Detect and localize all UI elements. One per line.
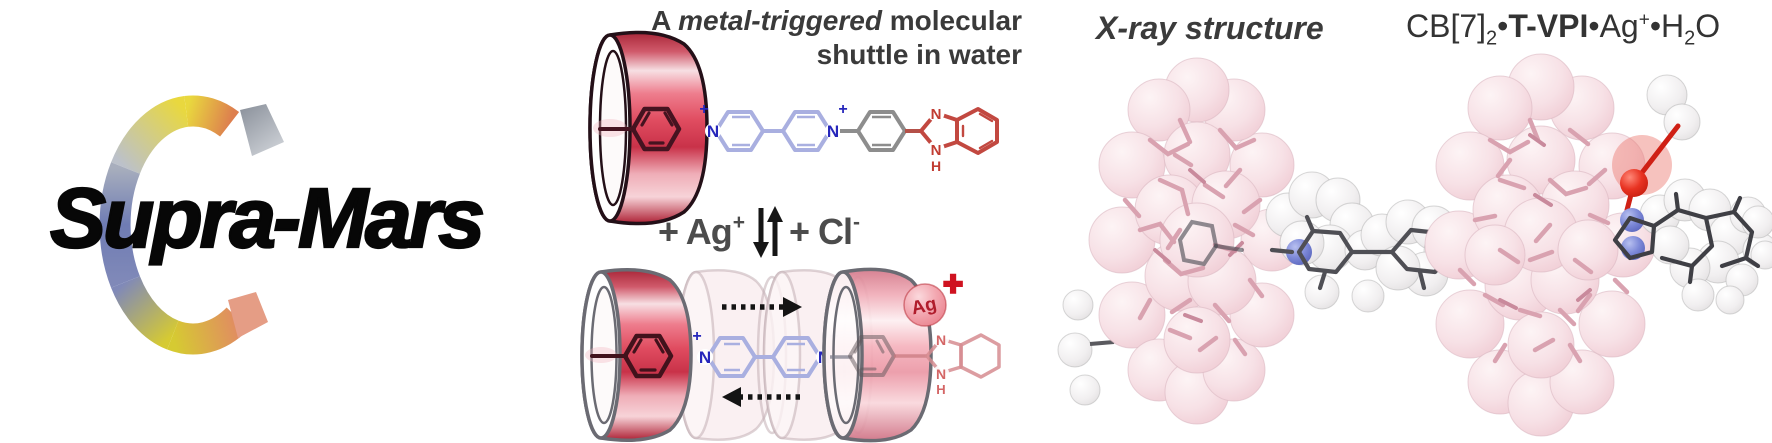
top-shuttle-diagram: N + N + bbox=[588, 30, 999, 226]
nitrogen-label: N bbox=[936, 332, 946, 348]
plus-charge-label: + bbox=[699, 101, 708, 118]
dashed-arrow-left-icon bbox=[722, 387, 800, 407]
cb7-sticks-left-dark bbox=[1153, 168, 1244, 323]
chloride-charge: - bbox=[852, 211, 860, 234]
formula-tvpi: T-VPI bbox=[1508, 8, 1589, 44]
nitrogen-label: N bbox=[699, 348, 711, 367]
hydrogen-label: H bbox=[936, 382, 945, 397]
encapsulated-phenyl-model bbox=[1177, 219, 1244, 267]
benzimidazole-icon: N N H bbox=[905, 104, 999, 174]
cb7-sticks-right bbox=[1457, 117, 1630, 364]
cb7-sticks-right-dark bbox=[1498, 133, 1592, 310]
title-suffix: molecular bbox=[881, 5, 1022, 36]
xray-formula: CB[7]2•T-VPI•Ag+•H2O bbox=[1406, 8, 1720, 50]
left-stub-spheres bbox=[1057, 289, 1101, 406]
nitrogen-label: N bbox=[936, 366, 946, 382]
logo-text: Supra-Mars bbox=[49, 170, 486, 266]
nitrogen-label: N bbox=[707, 122, 719, 141]
oxygen-sphere bbox=[1620, 169, 1648, 197]
formula-cb: CB[7] bbox=[1406, 8, 1487, 44]
phenyl-gray-ring-icon bbox=[856, 110, 907, 152]
formula-dot: • bbox=[1497, 8, 1509, 44]
stub-bond bbox=[1089, 340, 1115, 346]
phenyl-ring-icon bbox=[590, 333, 674, 379]
water-molecule-model bbox=[1612, 74, 1701, 213]
plus-chloride-text: + Cl bbox=[788, 211, 853, 252]
silver-ion-sphere: Ag bbox=[903, 283, 947, 327]
shuttle-scheme-drawing: N + N + bbox=[580, 30, 1001, 443]
scheme-title: A metal-triggered molecular shuttle in w… bbox=[576, 4, 1022, 71]
nitrogen-label: N bbox=[931, 106, 942, 123]
formula-silver: Ag bbox=[1599, 8, 1639, 44]
equilibrium-row: + Ag + + Cl - bbox=[658, 204, 862, 260]
title-line2: shuttle in water bbox=[816, 38, 1022, 70]
xray-panel: X-ray structure CB[7]2•T-VPI•Ag+•H2O bbox=[1030, 0, 1772, 443]
dashed-arrow-right-icon bbox=[722, 297, 802, 317]
silver-charge: + bbox=[732, 211, 745, 234]
metallic-open-ring bbox=[99, 95, 249, 355]
benzimidazole-faded-icon: N N H bbox=[894, 331, 1001, 397]
cb7-sticks-left bbox=[1122, 117, 1265, 357]
silver-plus-charge-label: + bbox=[943, 265, 963, 303]
xray-caption: X-ray structure bbox=[1096, 10, 1324, 46]
shuttle-scheme-panel: A metal-triggered molecular shuttle in w… bbox=[500, 0, 1030, 443]
logo-ring-icon bbox=[99, 95, 284, 355]
title-italic: metal-triggered bbox=[678, 5, 882, 36]
ring-tip-face-bottom bbox=[228, 292, 268, 338]
xray-structure-model bbox=[1057, 53, 1772, 437]
plus-charge-label: + bbox=[838, 101, 847, 118]
plus-silver-text: + Ag bbox=[658, 211, 733, 252]
logo-panel: Supra-Mars bbox=[0, 0, 500, 443]
phenyl-ring-icon bbox=[598, 106, 682, 152]
nitrogen-label: N bbox=[931, 142, 942, 159]
cb7-blob-left bbox=[1088, 57, 1304, 425]
benzimidazole-model-right bbox=[1612, 178, 1772, 315]
nitrogen-label: N bbox=[827, 122, 839, 141]
hydrogen-label: H bbox=[931, 158, 941, 174]
formula-dot: • bbox=[1649, 8, 1662, 44]
title-prefix: A bbox=[651, 5, 679, 36]
formula-dot: • bbox=[1588, 8, 1600, 44]
formula-water-h: H bbox=[1661, 8, 1685, 44]
formula-water-sub: 2 bbox=[1684, 27, 1696, 50]
viologen-chain: N + N + bbox=[699, 101, 907, 152]
equilibrium-arrows-icon bbox=[752, 206, 783, 258]
plus-charge-label: + bbox=[692, 328, 701, 345]
bottom-shuttle-diagram: N + N + bbox=[580, 264, 1001, 443]
ring-tip-face-top bbox=[240, 104, 284, 156]
formula-silver-sup: + bbox=[1638, 9, 1650, 31]
silver-label: Ag bbox=[910, 294, 939, 320]
formula-water-o: O bbox=[1695, 8, 1721, 44]
formula-cb-sub: 2 bbox=[1486, 27, 1498, 50]
